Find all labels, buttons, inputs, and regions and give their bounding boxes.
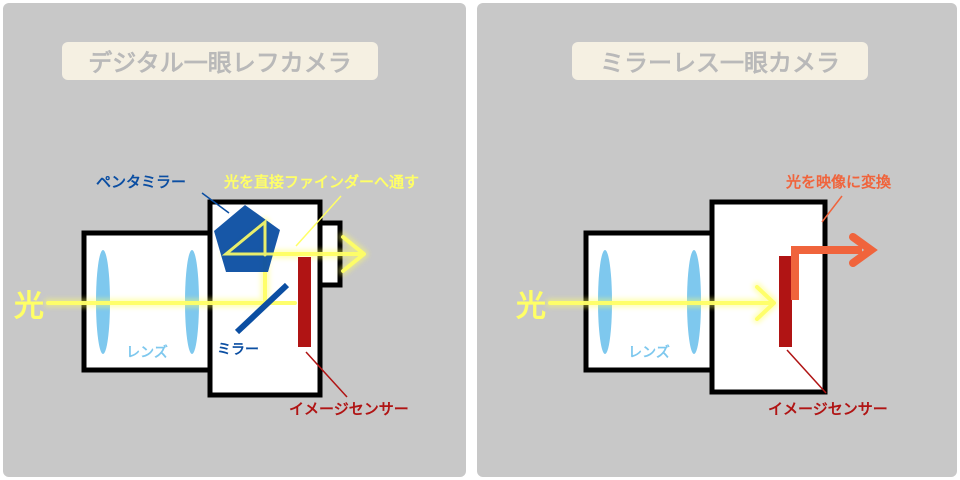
mirrorless-image-sensor <box>779 256 792 347</box>
dslr-sensor-leader-line <box>305 351 348 398</box>
viewfinder-label: 光を直接ファインダーへ通す <box>223 173 419 191</box>
dslr-image-sensor <box>298 257 311 347</box>
mirrorless-lens-label: レンズ <box>628 344 670 361</box>
mirrorless-light-label: 光 <box>516 289 546 324</box>
mirrorless-camera-body <box>709 199 828 395</box>
dslr-panel: デジタル一眼レフカメラ <box>3 3 466 477</box>
dslr-light-label: 光 <box>14 289 44 324</box>
convert-leader-line <box>821 195 843 223</box>
dslr-title: デジタル一眼レフカメラ <box>88 49 352 77</box>
mirrorless-sensor-leader-line <box>786 349 827 394</box>
mirrorless-title-box <box>572 42 868 80</box>
pentamirror-label: ペンタミラー <box>96 173 186 191</box>
dslr-light-path-over-prism <box>221 218 302 257</box>
converted-signal-arrow <box>791 233 878 300</box>
viewfinder-leader-line <box>295 195 342 247</box>
mirrorless-light-path <box>545 282 779 324</box>
mirrorless-panel: ミラーレス一眼カメラ 光 レンズ <box>477 3 957 477</box>
convert-label: 光を映像に変換 <box>785 173 892 191</box>
reflex-mirror <box>234 282 290 335</box>
mirrorless-sensor-label: イメージセンサー <box>768 400 888 418</box>
dslr-sensor-label: イメージセンサー <box>289 400 409 418</box>
dslr-title-box <box>62 42 378 80</box>
pentamirror-leader-line <box>201 192 230 214</box>
dslr-lens-label: レンズ <box>126 344 168 361</box>
mirrorless-title: ミラーレス一眼カメラ <box>600 49 840 77</box>
mirror-label: ミラー <box>217 342 259 358</box>
